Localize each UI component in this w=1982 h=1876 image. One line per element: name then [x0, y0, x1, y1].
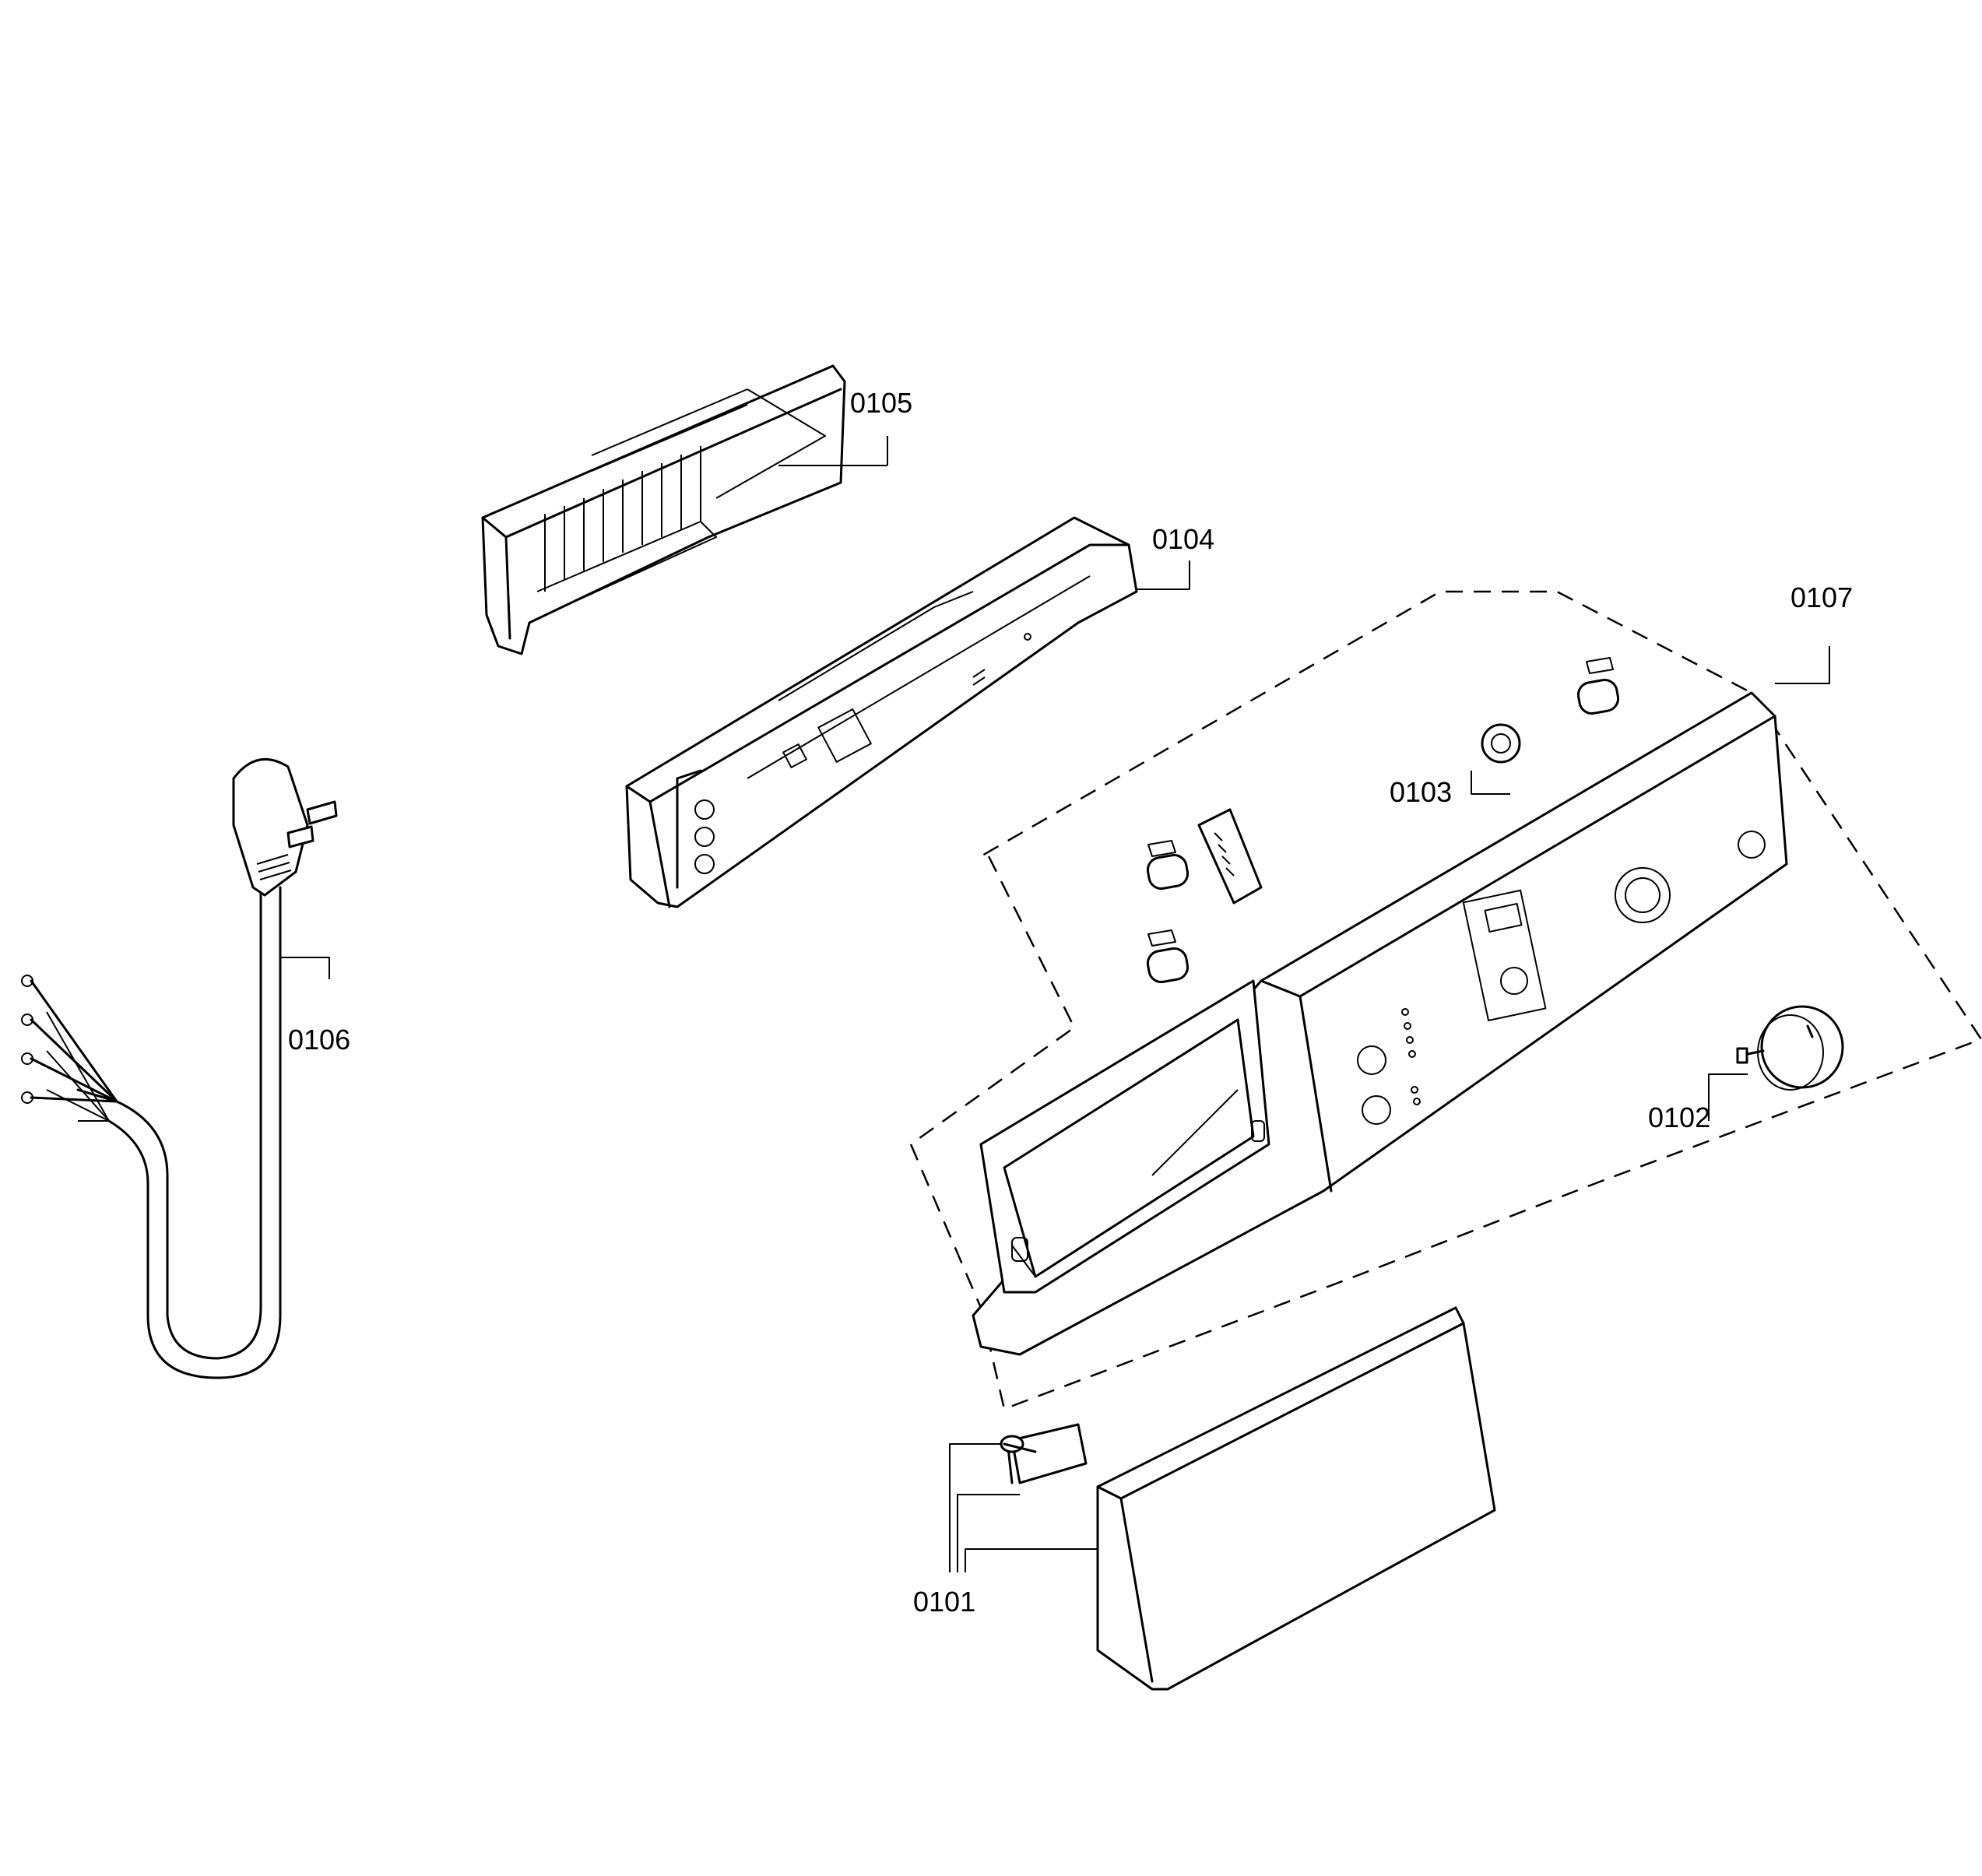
label-0106: 0106	[288, 1024, 350, 1056]
label-0101: 0101	[913, 1586, 975, 1618]
label-0103: 0103	[1390, 776, 1452, 808]
leader-lines	[280, 436, 1830, 1572]
part-0104-board-housing	[625, 516, 1138, 908]
label-0102: 0102	[1648, 1101, 1710, 1133]
part-0106-power-cord	[21, 757, 338, 1379]
label-0107: 0107	[1790, 581, 1853, 613]
part-small-components	[1146, 657, 1620, 984]
part-0105-cover-housing	[481, 364, 846, 655]
label-0105: 0105	[850, 387, 912, 419]
label-0104: 0104	[1152, 523, 1214, 555]
part-0101-flap	[1000, 1306, 1496, 1691]
part-0102-knob	[1736, 1005, 1844, 1091]
part-0107-group-outline	[909, 590, 1982, 1411]
part-0107-control-panel	[972, 691, 1788, 1356]
